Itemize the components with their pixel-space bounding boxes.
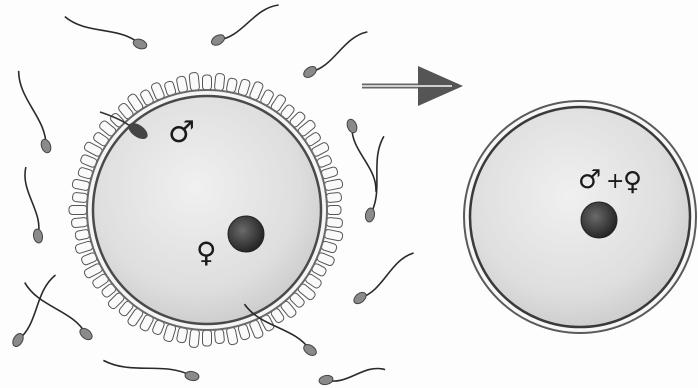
follicle-cell: [226, 327, 238, 345]
female-symbol-left: ♀: [196, 236, 217, 269]
follicle-cell: [72, 192, 88, 202]
female-symbol-right: ♀: [623, 167, 642, 197]
sperm-tail: [65, 17, 140, 44]
sperm-head-icon: [318, 374, 333, 385]
follicle-cell: [203, 75, 212, 90]
sperm-tail: [310, 32, 367, 72]
follicle-cell: [176, 76, 188, 93]
male-symbol-left: ♂: [168, 115, 195, 150]
sperm-head-icon: [78, 326, 95, 342]
sperm-head-icon: [352, 290, 369, 306]
follicle-cell: [71, 217, 88, 228]
follicle-cell: [326, 217, 343, 228]
follicle-cell: [214, 73, 225, 91]
follicle-cell: [327, 206, 341, 215]
follicle-cell: [69, 206, 87, 215]
sperm-head-icon: [39, 138, 52, 154]
sperm-head-icon: [364, 207, 375, 222]
sperm-tail: [218, 5, 279, 40]
sperm-tail: [18, 275, 56, 340]
sperm-tail: [19, 71, 46, 146]
follicle-cell: [189, 72, 200, 91]
sperm-tail: [25, 283, 86, 334]
follicle-cell: [176, 327, 188, 343]
sperm-tail: [352, 126, 376, 192]
sperm-head-icon: [302, 64, 319, 79]
follicle-cell: [324, 229, 343, 241]
sperm-tail: [360, 253, 414, 298]
plus-sign: +: [606, 169, 624, 194]
follicle-cell: [326, 192, 342, 202]
egg-membrane: [93, 96, 321, 324]
follicle-cell: [203, 330, 212, 346]
sperm-head-icon: [345, 118, 358, 134]
sperm-head-icon: [32, 228, 43, 243]
follicle-cell: [324, 179, 343, 191]
follicle-cell: [189, 329, 200, 348]
sperm-head-icon: [302, 342, 319, 357]
male-symbol-right: ♂: [578, 165, 601, 195]
sperm-tail: [25, 167, 39, 236]
zygote-membrane: [470, 107, 690, 327]
sperm-tail: [326, 368, 385, 381]
zygote-nucleus: [581, 202, 617, 238]
zygote-cell: ♂ + ♀: [464, 101, 696, 333]
follicle-cell: [214, 329, 224, 344]
follicle-cell: [72, 179, 90, 191]
sperm-tail: [370, 136, 384, 215]
sperm-tail: [103, 360, 192, 376]
sperm-head-icon: [210, 33, 227, 48]
sperm-head-icon: [184, 370, 199, 381]
egg-cell-before-fusion: ♂ ♀: [87, 90, 327, 330]
egg-nucleus: [228, 216, 264, 252]
